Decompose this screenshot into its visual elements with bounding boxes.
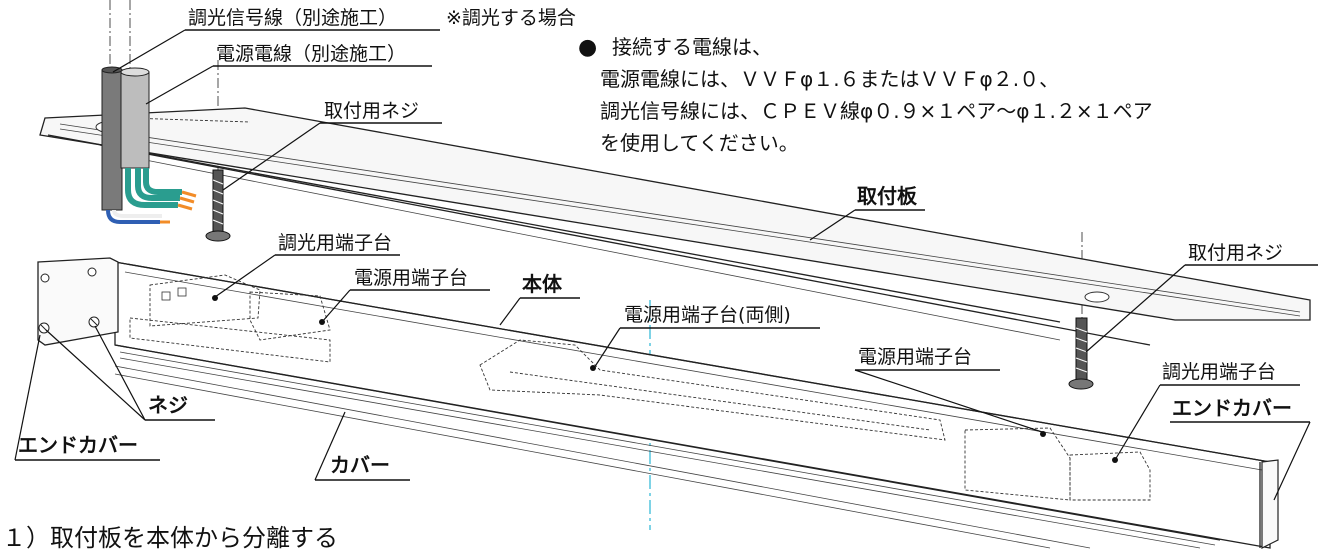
luminaire-cover [114, 365, 1091, 549]
leader-mount-plate [809, 209, 856, 241]
label-dimming-terminal-left: 調光用端子台 [278, 232, 392, 254]
leader-dimming-signal-wire [112, 29, 186, 73]
leader-power-terminal-both [593, 327, 621, 369]
leader-cover [314, 411, 346, 481]
leader-screw-1 [45, 329, 146, 421]
label-end-cover-right: エンドカバー [1172, 396, 1292, 420]
leader-end-cover-right [1273, 421, 1311, 501]
leader-mount-screw-right [1085, 264, 1186, 353]
label-power-wire: 電源電線（別途施工） [216, 43, 406, 65]
label-cover: カバー [330, 453, 390, 477]
leader-mount-screw-top [222, 122, 321, 191]
leader-power-terminal-left [321, 289, 351, 323]
leader-dimming-terminal-left [214, 254, 276, 298]
label-power-terminal-both: 電源用端子台(両側) [624, 304, 791, 326]
end-cap-right [1261, 459, 1279, 549]
luminaire-body [114, 261, 1271, 549]
mounting-screw-right [1068, 317, 1094, 390]
note-line-3: 調光信号線には、ＣＰＥＶ線φ０.９×１ペア～φ１.２×１ペア [600, 99, 1153, 123]
note-bullet: ● [578, 35, 597, 60]
label-mount-plate: 取付板 [857, 184, 918, 208]
leader-power-wire [145, 65, 214, 105]
label-mount-screw-top: 取付用ネジ [324, 100, 419, 122]
mounting-screw-top [205, 169, 231, 242]
label-power-terminal-right: 電源用端子台 [858, 346, 972, 368]
label-dimming-signal-wire: 調光信号線（別途施工） [188, 7, 397, 29]
label-screw: ネジ [148, 393, 188, 417]
label-dimming-terminal-right: 調光用端子台 [1162, 361, 1276, 383]
note-line-1: 接続する電線は、 [612, 35, 772, 59]
note-line-2: 電源電線には、ＶＶＦφ１.６またはＶＶＦφ２.０、 [600, 67, 1059, 91]
leader-end-cover-left [14, 334, 41, 461]
label-mount-screw-right: 取付用ネジ [1188, 242, 1283, 264]
wire-spec-note: ● 接続する電線は、 電源電線には、ＶＶＦφ１.６またはＶＶＦφ２.０、 調光信… [578, 35, 1153, 155]
label-power-terminal-left: 電源用端子台 [354, 267, 468, 289]
note-line-4: を使用してください。 [600, 131, 799, 155]
label-dimming-case-note: ※調光する場合 [446, 7, 576, 29]
leader-power-terminal-right [854, 369, 1043, 433]
leader-dimming-terminal-right [1114, 384, 1161, 461]
label-main-body: 本体 [522, 272, 563, 296]
label-end-cover-left: エンドカバー [18, 433, 138, 457]
cable-bundle [101, 66, 197, 224]
leader-screw-2 [94, 325, 146, 421]
step-heading: １）取付板を本体から分離する [2, 524, 338, 552]
leader-main-body [499, 297, 521, 326]
end-cap-left [37, 257, 119, 346]
